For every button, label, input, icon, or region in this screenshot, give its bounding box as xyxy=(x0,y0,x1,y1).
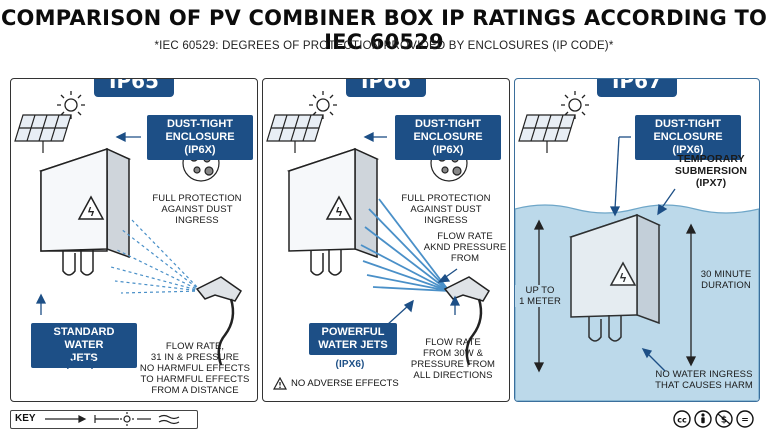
ip65-water-description: FLOW RATE, 31 IN & PRESSURE NO HARMFUL E… xyxy=(137,341,253,396)
ip67-badge: IP67 xyxy=(597,79,677,97)
ip66-water-code: (IPX6) xyxy=(335,359,365,370)
description-line: FROM xyxy=(450,253,480,264)
description-line: AKND PRESSURE xyxy=(423,242,507,253)
ip65-water-callout: STANDARD WATER JETS xyxy=(31,323,137,368)
description-line: FULL PROTECTION xyxy=(401,193,491,204)
key-label: KEY xyxy=(15,413,36,424)
ip66-dust-description: FULL PROTECTION AGAINST DUST INGRESS xyxy=(389,193,503,226)
warning-text: NO ADVERSE EFFECTS xyxy=(291,378,399,389)
svg-text:ϟ: ϟ xyxy=(620,271,627,285)
description-line: SUBMERSION xyxy=(674,165,748,177)
panel-ip65: ϟ IP65 DUST-TIGHT xyxy=(10,78,258,402)
callout-line: ENCLOSURE (IPX6) xyxy=(653,131,723,156)
description-line: FROM 30W & xyxy=(422,348,484,359)
description-line: DURATION xyxy=(701,280,751,291)
ip66-water-callout: POWERFUL WATER JETS xyxy=(309,323,397,355)
description-line: FLOW RATE xyxy=(425,337,481,348)
description-line: THAT CAUSES HARM xyxy=(655,380,753,391)
callout-line: DUST-TIGHT xyxy=(167,118,233,130)
page-title: COMPARISON OF PV COMBINER BOX IP RATINGS… xyxy=(0,6,768,54)
license-icons: cc $ = xyxy=(672,409,760,434)
callout-line: ENCLOSURE (IP6X) xyxy=(165,131,235,156)
ip66-badge: IP66 xyxy=(346,79,426,97)
ip66-dust-callout: DUST-TIGHT ENCLOSURE (IP6X) xyxy=(395,115,501,160)
ip65-water-code: (IPX5) xyxy=(65,359,95,370)
callout-line: POWERFUL xyxy=(321,326,385,338)
callout-line: DUST-TIGHT xyxy=(655,118,721,130)
solar-panel-icon xyxy=(14,114,72,153)
key-symbols xyxy=(45,412,180,426)
person-icon xyxy=(701,413,705,424)
combiner-box: ϟ xyxy=(286,147,380,276)
svg-text:$: $ xyxy=(721,416,727,426)
ip66-water-description: FLOW RATE FROM 30W & PRESSURE FROM ALL D… xyxy=(403,337,503,381)
combiner-box: ϟ xyxy=(38,147,132,276)
description-line: NO HARMFUL EFFECTS xyxy=(139,363,251,374)
description-line: 1 METER xyxy=(519,296,561,307)
ip65-badge: IP65 xyxy=(94,79,174,97)
panel-ip67: ϟ IP67 DUST-TIGHT ENCLOSURE (IPX6) TEMPO… xyxy=(514,78,760,402)
description-line: FLOW RATE, xyxy=(165,341,225,352)
ip67-submersion-label: TEMPORARY SUBMERSION (IPX7) xyxy=(667,153,755,189)
sun-icon xyxy=(57,91,85,119)
ip65-dust-callout: DUST-TIGHT ENCLOSURE (IP6X) xyxy=(147,115,253,160)
ip67-illustration: ϟ xyxy=(515,91,759,401)
description-line: AGAINST DUST INGRESS xyxy=(161,204,233,226)
svg-text:cc: cc xyxy=(677,416,687,425)
ip67-dust-callout: DUST-TIGHT ENCLOSURE (IPX6) xyxy=(635,115,741,160)
spray-nozzle-icon xyxy=(443,276,491,366)
ip67-depth-label: UP TO 1 METER xyxy=(515,285,565,307)
callout-line: WATER JETS xyxy=(318,339,388,351)
callout-line: DUST-TIGHT xyxy=(415,118,481,130)
ip66-warning: NO ADVERSE EFFECTS xyxy=(273,377,423,391)
description-line: TEMPORARY xyxy=(677,153,745,165)
description-line: (IPX7) xyxy=(695,177,727,189)
description-line: FROM A DISTANCE xyxy=(151,385,239,396)
ip67-duration-label: 30 MINUTE DURATION xyxy=(695,269,757,291)
description-line: 31 IN & PRESSURE xyxy=(150,352,240,363)
solar-panel-icon xyxy=(518,114,576,153)
ip65-illustration: ϟ xyxy=(14,91,243,366)
description-line: FULL PROTECTION xyxy=(152,193,242,204)
panel-ip66: ϟ IP66 DUST-TIGHT xyxy=(262,78,510,402)
solar-panel-icon xyxy=(266,114,324,153)
page-subtitle: *IEC 60529: DEGREES OF PROTECTION PROVID… xyxy=(154,40,614,52)
combiner-box: ϟ xyxy=(568,213,662,342)
callout-line: STANDARD WATER xyxy=(53,326,115,351)
ip66-flow-note: FLOW RATE AKND PRESSURE FROM xyxy=(423,231,507,264)
svg-text:ϟ: ϟ xyxy=(88,205,95,219)
warning-icon xyxy=(273,377,287,390)
description-line: UP TO xyxy=(525,285,555,296)
description-line: FLOW RATE xyxy=(437,231,493,242)
callout-line: JETS xyxy=(70,352,98,364)
water-spray xyxy=(110,218,202,294)
spray-nozzle-icon xyxy=(195,276,243,366)
creative-commons-icon: cc $ = xyxy=(673,410,754,428)
description-line: NO WATER INGRESS xyxy=(655,369,753,380)
callout-line: ENCLOSURE (IP6X) xyxy=(413,131,483,156)
description-line: AGAINST DUST INGRESS xyxy=(410,204,482,226)
svg-text:ϟ: ϟ xyxy=(336,205,343,219)
description-line: ALL DIRECTIONS xyxy=(413,370,493,381)
description-line: PRESSURE FROM xyxy=(410,359,496,370)
ip65-dust-description: FULL PROTECTION AGAINST DUST INGRESS xyxy=(141,193,253,226)
svg-text:=: = xyxy=(741,416,749,426)
description-line: TO HARMFUL EFFECTS xyxy=(140,374,250,385)
ip67-result-label: NO WATER INGRESS THAT CAUSES HARM xyxy=(651,369,757,391)
sun-icon xyxy=(120,412,134,426)
water-spray xyxy=(360,198,450,292)
description-line: 30 MINUTE xyxy=(700,269,752,280)
legend-key: KEY xyxy=(10,410,198,429)
